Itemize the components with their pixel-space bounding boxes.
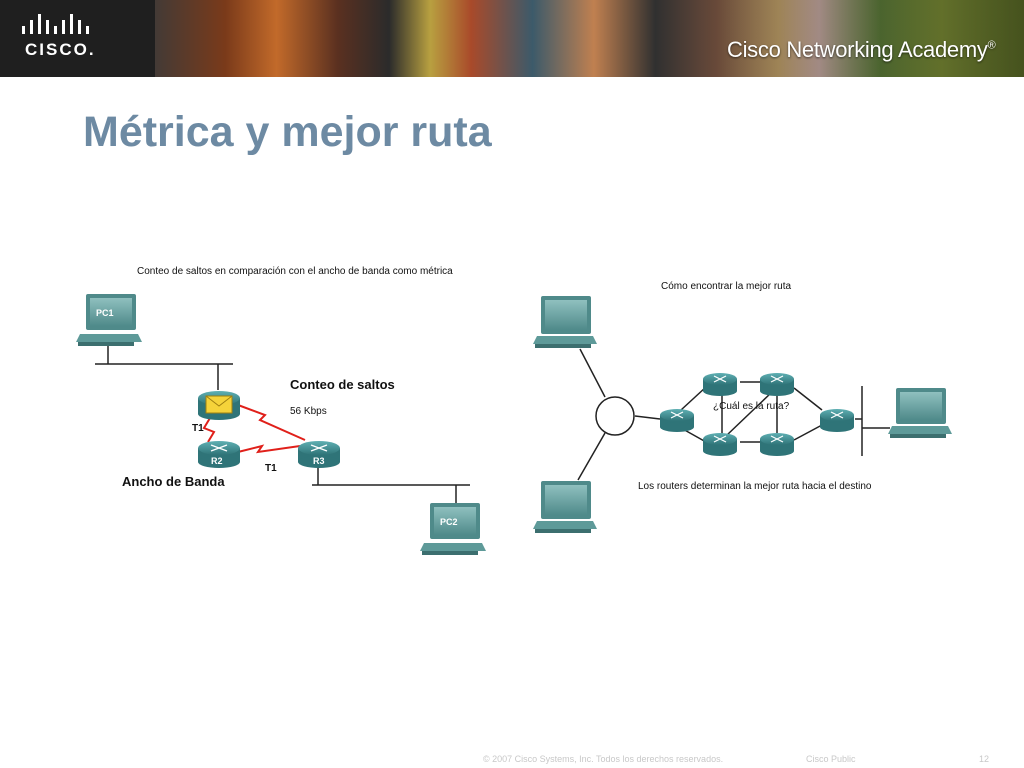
cisco-logo: CISCO. [0,0,155,77]
cisco-bridge-icon [22,14,89,34]
serial-links [202,404,306,454]
network-cloud-circle [595,396,635,436]
left-diagram-caption: Conteo de saltos en comparación con el a… [137,266,453,277]
footer-classification: Cisco Public [806,754,856,764]
router-r2-icon [198,441,240,468]
r2-label: R2 [211,456,223,466]
pc2-computer-icon [420,503,486,555]
header-banner: CISCO. Cisco Networking Academy® [0,0,1024,77]
router-top-left-icon [703,373,737,396]
r3-label: R3 [313,456,325,466]
router-bottom-right-icon [760,433,794,456]
t1-top-label: T1 [192,423,204,434]
source-computer-bottom-icon [533,481,597,533]
right-bottom-caption: Los routers determinan la mejor ruta hac… [638,481,872,492]
pc1-computer-icon [76,294,142,346]
banner-shade [700,0,1024,77]
cisco-wordmark: CISCO. [25,40,96,59]
router-r1-icon [198,391,240,420]
source-computer-top-icon [533,296,597,348]
router-bottom-left-icon [703,433,737,456]
footer-copyright: © 2007 Cisco Systems, Inc. Todos los der… [483,754,724,764]
router-left-icon [660,409,694,432]
router-right-icon [820,409,854,432]
t1-bottom-label: T1 [265,463,277,474]
right-diagram-caption: Cómo encontrar la mejor ruta [661,281,792,292]
speed-label: 56 Kbps [290,406,327,417]
academy-title: Cisco Networking Academy® [727,37,996,62]
left-wires [95,346,470,503]
router-r3-icon [298,441,340,468]
bandwidth-label: Ancho de Banda [122,474,225,489]
footer-page-number: 12 [979,754,990,764]
pc1-label: PC1 [96,308,114,318]
slide-title: Métrica y mejor ruta [83,108,492,156]
route-question-label: ¿Cuál es la ruta? [713,401,790,412]
router-top-right-icon [760,373,794,396]
destination-computer-icon [888,388,952,438]
pc2-label: PC2 [440,517,458,527]
hop-count-label: Conteo de saltos [290,377,395,392]
right-wires [577,348,890,481]
